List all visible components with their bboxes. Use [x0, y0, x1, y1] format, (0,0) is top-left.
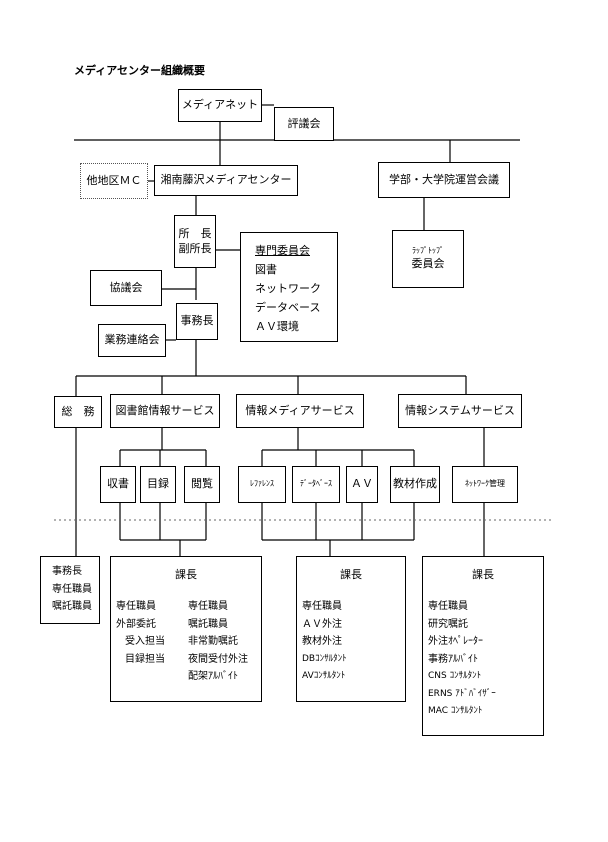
- committee-library: 図書: [255, 263, 277, 276]
- media-net-box: メディアネット: [178, 89, 262, 122]
- media-head-label: 課長: [340, 568, 362, 581]
- committee-box: 専門委員会 図書 ネットワーク データベース ＡＶ環境: [240, 232, 338, 342]
- staff-media-list: 専任職員 ＡＶ外注 教材外注 DBｺﾝｻﾙﾀﾝﾄ AVｺﾝｻﾙﾀﾝﾄ: [302, 598, 347, 686]
- staff-item: MAC ｺﾝｻﾙﾀﾝﾄ: [428, 706, 483, 716]
- staff-system-box: [422, 556, 544, 736]
- page-title: メディアセンター組織概要: [74, 64, 206, 77]
- staff-item: ERNS ｱﾄﾞﾊﾞｲｻﾞｰ: [428, 688, 496, 699]
- section-materials: 教材作成: [390, 466, 440, 503]
- staff-item: 教材外注: [302, 636, 342, 647]
- staff-item: AVｺﾝｻﾙﾀﾝﾄ: [302, 671, 346, 681]
- division-media: 情報メディアサービス: [236, 394, 364, 428]
- staff-media-box: [296, 556, 406, 702]
- division-general: 総 務: [54, 396, 102, 428]
- director-label: 所 長: [178, 226, 212, 240]
- other-mc-box: 他地区ＭＣ: [80, 163, 148, 199]
- staff-library-right: 専任職員 嘱託職員 非常勤嘱託 夜間受付外注 配架ｱﾙﾊﾞｲﾄ: [188, 598, 248, 686]
- committee-label: 委員会: [411, 256, 445, 270]
- section-reading: 閲覧: [184, 466, 220, 503]
- staff-general-box: [40, 556, 100, 624]
- staff-item: DBｺﾝｻﾙﾀﾝﾄ: [302, 653, 347, 664]
- shonan-mc-box: 湘南藤沢メディアセンター: [154, 165, 298, 196]
- system-head-label: 課長: [472, 568, 494, 581]
- staff-item: 研究嘱託: [428, 618, 468, 630]
- committee-network: ネットワーク: [255, 282, 321, 295]
- division-library: 図書館情報サービス: [110, 394, 220, 428]
- section-database: ﾃﾞｰﾀﾍﾞｰｽ: [292, 466, 340, 503]
- section-acquisition: 収書: [100, 466, 136, 503]
- staff-item: CNS ｺﾝｻﾙﾀﾝﾄ: [428, 671, 482, 681]
- section-reference: ﾚﾌｧﾚﾝｽ: [238, 466, 286, 503]
- staff-item: 嘱託職員: [188, 618, 228, 630]
- staff-item: 専任職員: [428, 601, 468, 612]
- kyogikai-box: 協議会: [90, 270, 162, 306]
- staff-general-list: 事務長 専任職員 嘱託職員: [52, 563, 92, 616]
- section-catalog: 目録: [140, 466, 176, 503]
- section-av: ＡＶ: [346, 466, 378, 503]
- staff-item: 専任職員: [302, 601, 342, 612]
- division-system: 情報システムサービス: [398, 394, 522, 428]
- laptop-label: ﾗｯﾌﾟﾄｯﾌﾟ: [412, 246, 444, 256]
- staff-library-box: [110, 556, 262, 702]
- staff-item: 事務長: [52, 566, 82, 577]
- staff-item: 専任職員: [116, 601, 156, 612]
- staff-item: 目録担当: [125, 653, 165, 665]
- gyomu-box: 業務連絡会: [98, 324, 166, 357]
- library-head-label: 課長: [175, 568, 197, 581]
- staff-library-left: 専任職員 外部委託 受入担当 目録担当: [116, 598, 165, 668]
- office-head-box: 事務長: [176, 303, 218, 340]
- committee-title: 専門委員会: [255, 244, 310, 257]
- committee-database: データベース: [255, 301, 321, 314]
- staff-item: 専任職員: [188, 601, 228, 612]
- council-box: 評議会: [274, 107, 334, 141]
- vice-director-label: 副所長: [178, 241, 212, 255]
- staff-item: 外部委託: [116, 618, 156, 630]
- faculty-meeting-box: 学部・大学院運営会議: [378, 162, 510, 198]
- staff-item: 非常勤嘱託: [188, 636, 238, 647]
- committee-av: ＡＶ環境: [255, 320, 299, 333]
- staff-system-list: 専任職員 研究嘱託 外注ｵﾍﾟﾚｰﾀｰ 事務ｱﾙﾊﾞｲﾄ CNS ｺﾝｻﾙﾀﾝﾄ…: [428, 598, 496, 721]
- staff-item: 事務ｱﾙﾊﾞｲﾄ: [428, 653, 478, 665]
- section-network: ﾈｯﾄﾜｰｸ管理: [452, 466, 518, 503]
- staff-item: ＡＶ外注: [302, 618, 342, 630]
- staff-item: 嘱託職員: [52, 601, 92, 612]
- staff-item: 受入担当: [125, 636, 165, 647]
- director-box: 所 長 副所長: [174, 215, 216, 268]
- staff-item: 専任職員: [52, 583, 92, 595]
- staff-item: 配架ｱﾙﾊﾞｲﾄ: [188, 671, 238, 682]
- staff-item: 外注ｵﾍﾟﾚｰﾀｰ: [428, 636, 483, 647]
- staff-item: 夜間受付外注: [188, 653, 248, 665]
- laptop-committee-box: ﾗｯﾌﾟﾄｯﾌﾟ 委員会: [392, 230, 464, 288]
